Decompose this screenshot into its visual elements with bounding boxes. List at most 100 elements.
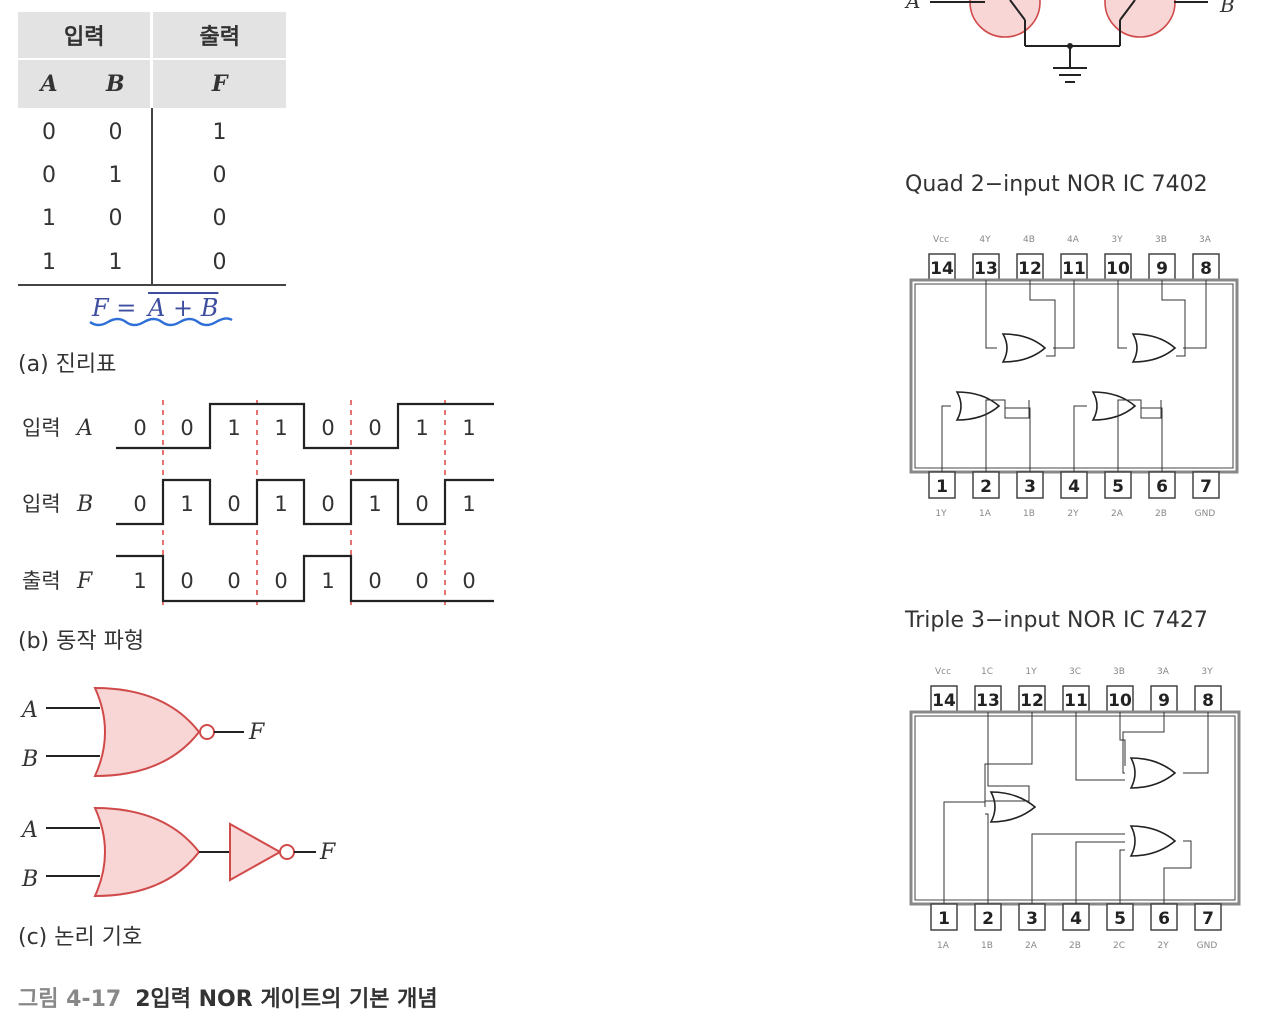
pin-label: Vcc xyxy=(935,667,951,677)
value-f: 0 xyxy=(462,569,475,593)
value-b: 1 xyxy=(462,492,475,516)
transistor-label-b: B xyxy=(1219,0,1235,17)
truth-table: 입력 출력 A B F 0 0 1 0 1 0 1 0 0 1 1 0 xyxy=(18,12,286,286)
value-a: 0 xyxy=(321,416,334,440)
pin-label: 3Y xyxy=(1201,667,1213,677)
cell-a: 1 xyxy=(18,240,81,286)
pin-number: 1 xyxy=(936,477,948,497)
cell-a: 1 xyxy=(42,206,56,231)
pin-label: 4A xyxy=(1067,235,1080,245)
pin-number: 7 xyxy=(1202,909,1214,929)
pin-label: 1A xyxy=(937,941,950,951)
pin-number: 12 xyxy=(1018,259,1042,279)
pin-number: 13 xyxy=(974,259,998,279)
pin-label: 3B xyxy=(1155,235,1167,245)
value-f: 0 xyxy=(227,569,240,593)
cell-f: 0 xyxy=(150,154,286,197)
pin-label: 1C xyxy=(981,667,993,677)
symbol-input-b: B xyxy=(21,867,38,892)
waveform-label-f-var: F xyxy=(76,569,93,594)
waveform-b xyxy=(116,478,494,526)
value-b: 0 xyxy=(133,492,146,516)
pin-number: 9 xyxy=(1156,259,1168,279)
or-not-gate-symbol xyxy=(46,806,316,898)
value-b: 0 xyxy=(415,492,428,516)
pin-label: GND xyxy=(1197,941,1218,951)
input-header: 입력 xyxy=(18,12,154,60)
pin-label: 3A xyxy=(1199,235,1212,245)
cell-f: 1 xyxy=(150,108,286,154)
pin-number: 14 xyxy=(932,691,956,711)
nor-gate-3 xyxy=(1129,757,1177,789)
pin-label: 3A xyxy=(1157,667,1170,677)
logic-symbols: A B F A B F xyxy=(20,686,336,898)
waveform-label-b-prefix: 입력 xyxy=(22,492,61,516)
nor-gate-1 xyxy=(955,391,1001,421)
pin-number: 8 xyxy=(1202,691,1214,711)
pin-number: 9 xyxy=(1158,691,1170,711)
pin-number: 1 xyxy=(938,909,950,929)
pin-label: 1A xyxy=(979,509,992,519)
ic-7402-title: Quad 2−input NOR IC 7402 xyxy=(905,172,1208,197)
pin-number: 3 xyxy=(1024,477,1036,497)
pin-label: 2A xyxy=(1111,509,1124,519)
value-a: 0 xyxy=(180,416,193,440)
value-f: 1 xyxy=(321,569,334,593)
table-row: 1 0 0 xyxy=(18,197,286,240)
pin-label: 1B xyxy=(1023,509,1035,519)
pin-number: 6 xyxy=(1156,477,1168,497)
pin-number: 5 xyxy=(1114,909,1126,929)
pin-label: 3Y xyxy=(1111,235,1123,245)
pin-number: 12 xyxy=(1020,691,1044,711)
nor-gate-3 xyxy=(1131,333,1177,363)
pin-number: 3 xyxy=(1026,909,1038,929)
nor-gate-2 xyxy=(1091,391,1137,421)
ic-7427-diagram: Vcc 1C 1Y 3C 3B 3A 3Y 14 13 12 11 10 9 8 xyxy=(909,667,1241,951)
nor-gate-4 xyxy=(1001,333,1047,363)
pin-number: 4 xyxy=(1068,477,1080,497)
cell-a: 0 xyxy=(42,163,56,188)
output-header: 출력 xyxy=(151,12,286,60)
formula-lhs: F = xyxy=(92,294,137,322)
pin-label: 3C xyxy=(1069,667,1081,677)
symbol-input-a: A xyxy=(20,818,38,843)
transistor-circuit: A B xyxy=(904,0,1235,83)
nor-gate-symbol xyxy=(46,686,244,778)
ic-7427-title: Triple 3−input NOR IC 7427 xyxy=(905,608,1208,633)
cell-b: 0 xyxy=(108,120,123,145)
caption-logic-symbols: (c) 논리 기호 xyxy=(18,925,143,950)
waveform-label-a-prefix: 입력 xyxy=(22,416,61,440)
value-a: 1 xyxy=(227,416,240,440)
pin-label: 4B xyxy=(1023,235,1035,245)
table-row: 0 1 0 xyxy=(18,154,286,197)
value-b: 0 xyxy=(321,492,334,516)
pin-label: 4Y xyxy=(979,235,991,245)
value-f: 0 xyxy=(368,569,381,593)
pin-label: Vcc xyxy=(933,235,949,245)
cell-b: 1 xyxy=(108,163,123,188)
pin-label: 1Y xyxy=(1025,667,1037,677)
symbol-output-f: F xyxy=(248,720,265,745)
pin-label: 3B xyxy=(1113,667,1125,677)
pin-label: 2B xyxy=(1069,941,1081,951)
pin-number: 11 xyxy=(1064,691,1088,711)
symbol-input-b: B xyxy=(21,747,38,772)
value-a: 0 xyxy=(133,416,146,440)
pin-label: GND xyxy=(1195,509,1216,519)
transistor-label-a: A xyxy=(904,0,920,13)
pin-label: 2Y xyxy=(1067,509,1079,519)
pin-label: 2C xyxy=(1113,941,1125,951)
nor-gate-2 xyxy=(1129,825,1177,857)
waveform-label-a-var: A xyxy=(75,416,93,441)
column-header-b: B xyxy=(80,59,154,108)
table-row: 0 0 1 xyxy=(18,108,286,154)
nor-formula: F = A + B xyxy=(92,294,218,322)
value-f: 1 xyxy=(133,569,146,593)
pin-label: 1Y xyxy=(935,509,947,519)
cell-a: 0 xyxy=(42,120,56,145)
value-a: 1 xyxy=(274,416,287,440)
formula-underline xyxy=(89,317,233,327)
pin-label: 2B xyxy=(1155,509,1167,519)
pin-number: 10 xyxy=(1106,259,1130,279)
